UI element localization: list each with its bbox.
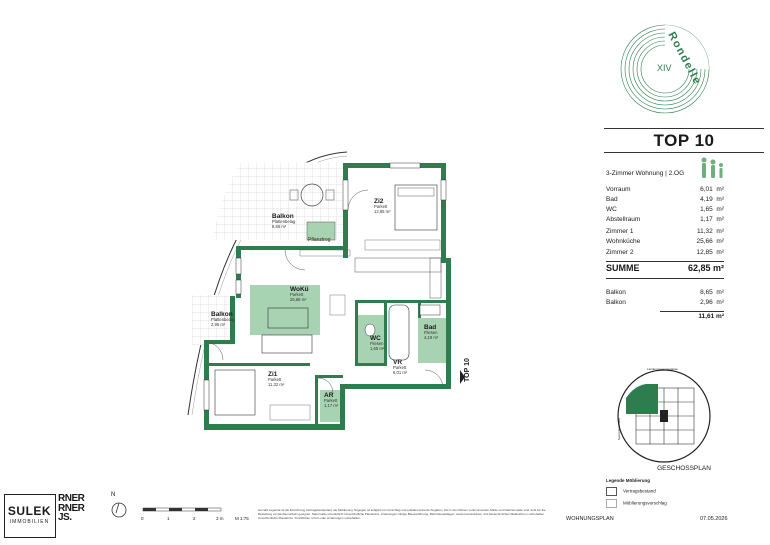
scale-bar xyxy=(142,507,222,512)
room-label-pflanztrog: Pflanztrog xyxy=(308,237,331,243)
developer-logo: SULEK IMMOBILIEN xyxy=(4,494,56,538)
divider-sum-bottom xyxy=(606,278,724,279)
planter xyxy=(306,221,336,241)
room-label-ar: AR Parkett 1,17 m² xyxy=(324,392,339,409)
plan-type: WOHNUNGSPLAN xyxy=(566,516,614,522)
legend-swatch xyxy=(606,499,617,508)
room-label-balkon-2: Balkon Plattenbelag 2,96 m² xyxy=(211,311,235,328)
key-plan xyxy=(617,369,711,463)
plan-date: 07.05.2026 xyxy=(700,516,728,522)
dining-area xyxy=(250,285,320,335)
scale-tick: 1 xyxy=(167,516,170,521)
scale-tick: 0 xyxy=(141,516,144,521)
street-left: Sportplatzstraße xyxy=(617,417,621,440)
unit-subtitle: 3-Zimmer Wohnung | 2.OG xyxy=(606,170,685,177)
room-label-wc: WC Fliesen 1,65 m² xyxy=(370,335,385,352)
divider-top xyxy=(604,128,764,129)
legend-item: Möblierungsvorschlag xyxy=(606,499,667,508)
developer-logo-ext: RNER RNER JS. xyxy=(58,493,85,523)
room-label-zi1: Zi1 Parkett 11,32 m² xyxy=(268,371,285,388)
disclaimer: Gemäß Legende ist die Einrichtung Vertra… xyxy=(258,508,546,521)
legend-item: Vertragsbestand xyxy=(606,487,656,496)
entrance-label: TOP 10 xyxy=(464,358,471,382)
room-label-zi2: Zi2 Parkett 12,85 m² xyxy=(374,198,391,215)
scale-ratio: M 1:75 xyxy=(235,516,249,521)
legend-swatch xyxy=(606,487,617,496)
entrance-arrow xyxy=(460,370,465,384)
room-label-bad: Bad Fliesen 4,19 m² xyxy=(424,324,439,341)
scale-tick: 3 m xyxy=(216,516,224,521)
divider-sum xyxy=(606,261,724,262)
ar-green xyxy=(320,390,340,422)
room-label-vr: VR Parkett 6,01 m² xyxy=(393,359,408,376)
legend-title: Legende Möblierung xyxy=(606,478,651,483)
bad-green xyxy=(418,318,446,363)
keyplan-title: GESCHOSSPLAN xyxy=(657,465,711,472)
north-label: N xyxy=(111,492,116,498)
balcony-2-floor xyxy=(192,295,232,345)
bed-zi2 xyxy=(394,184,438,231)
north-compass xyxy=(111,502,127,518)
balcony-1-curve-fill xyxy=(212,163,240,240)
bed-zi1 xyxy=(214,369,256,416)
divider-title xyxy=(604,152,764,153)
scale-tick: 2 xyxy=(193,516,196,521)
key-plan-unit-highlight xyxy=(626,384,658,414)
logo-roman-numeral: XIV xyxy=(657,63,672,73)
unit-title: TOP 10 xyxy=(653,131,715,150)
street-top: Landesmuseumsgasse xyxy=(647,367,678,371)
balcony-total: 11,61 m² xyxy=(660,311,724,320)
rondelle-logo xyxy=(620,24,710,114)
room-label-woku: WoKü Parkett 25,66 m² xyxy=(290,286,309,303)
wc-green xyxy=(358,315,384,363)
balcony-1-floor xyxy=(240,162,345,240)
balcony-table xyxy=(300,183,324,207)
people-icon xyxy=(701,157,723,178)
floor-plan xyxy=(111,151,465,518)
room-label-balkon-1: Balkon Plattenbelag 8,65 m² xyxy=(272,213,296,230)
